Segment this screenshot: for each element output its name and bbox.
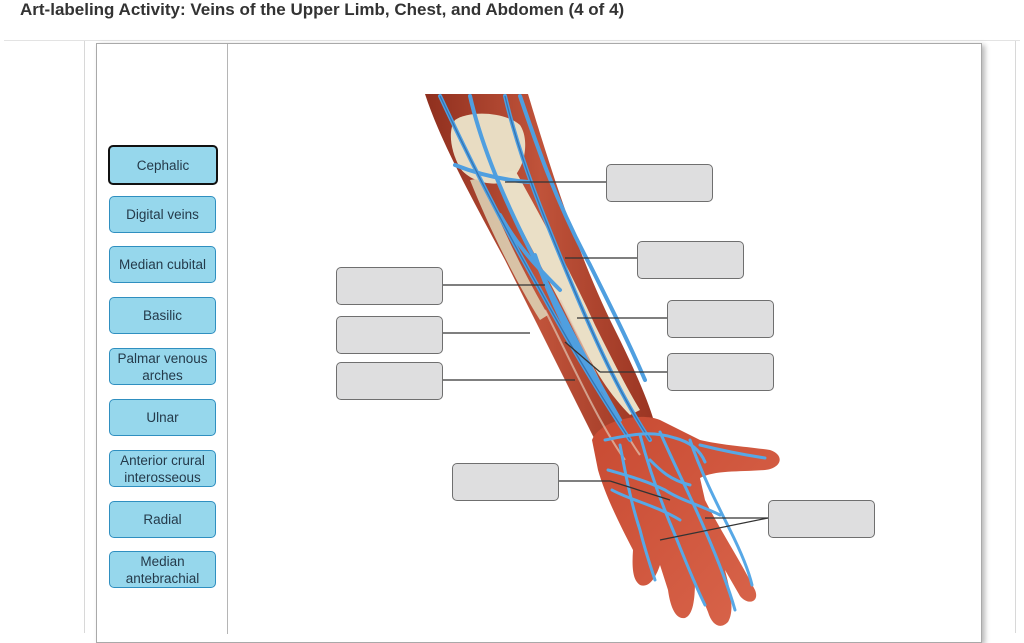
leader-lines [443, 181, 769, 541]
drop-target-8[interactable] [452, 463, 559, 501]
drop-target-5[interactable] [336, 267, 443, 305]
bank-label-median-antebrachial[interactable]: Median antebrachial [109, 551, 216, 588]
bank-label-cephalic[interactable]: Cephalic [108, 145, 218, 185]
hand-veins [603, 430, 767, 612]
page-title: Art-labeling Activity: Veins of the Uppe… [20, 0, 625, 19]
bank-label-anterior-crural-interosseous[interactable]: Anterior crural interosseous [109, 450, 216, 487]
drop-target-9[interactable] [768, 500, 875, 538]
drop-target-2[interactable] [637, 241, 744, 279]
drop-target-3[interactable] [667, 300, 774, 338]
bank-label-digital-veins[interactable]: Digital veins [109, 196, 216, 233]
bank-label-ulnar[interactable]: Ulnar [109, 399, 216, 436]
drop-target-6[interactable] [336, 316, 443, 354]
drop-target-4[interactable] [667, 353, 774, 391]
content-left-rule [84, 41, 85, 633]
bank-label-radial[interactable]: Radial [109, 501, 216, 538]
drop-target-1[interactable] [606, 164, 713, 202]
content-right-rule [1015, 41, 1016, 633]
drop-target-7[interactable] [336, 362, 443, 400]
hand [592, 416, 780, 626]
label-bank-divider [227, 44, 228, 634]
forearm-vein-outlines [439, 95, 651, 441]
bank-label-median-cubital[interactable]: Median cubital [109, 246, 216, 283]
title-divider [4, 40, 1020, 41]
bank-label-basilic[interactable]: Basilic [109, 297, 216, 334]
bank-label-palmar-venous-arches[interactable]: Palmar venous arches [109, 348, 216, 385]
elbow-bone [450, 113, 526, 184]
